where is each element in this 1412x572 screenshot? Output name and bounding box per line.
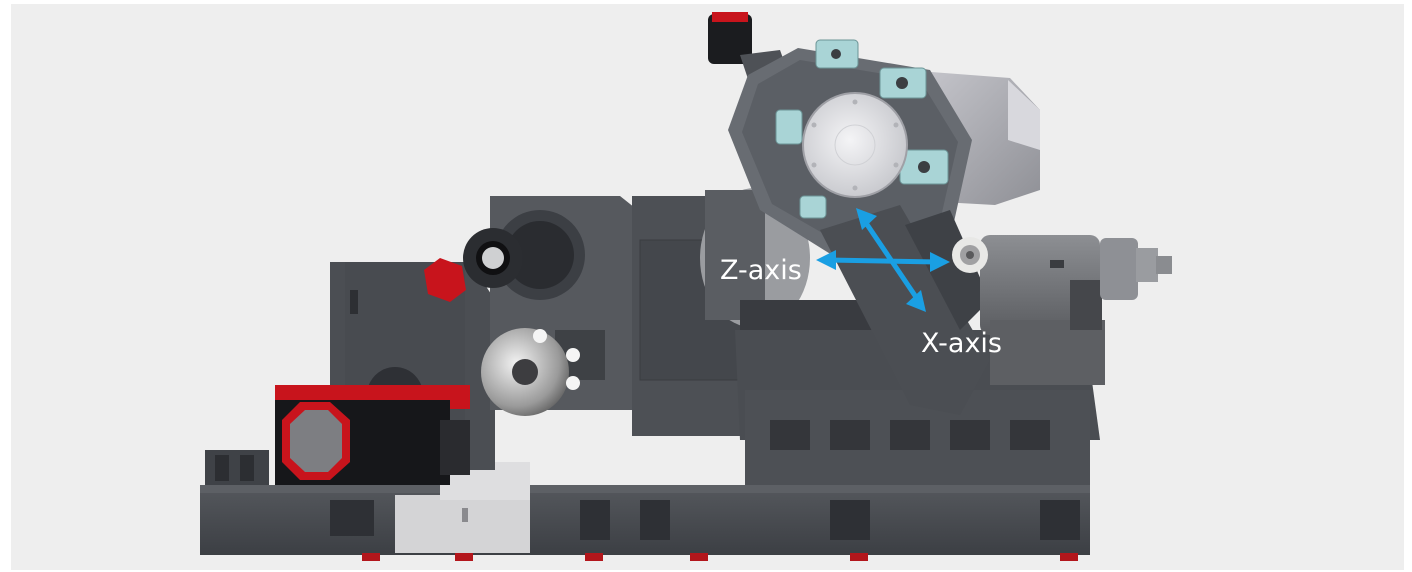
spindle-motor [275, 385, 470, 485]
z-axis-arrow [816, 250, 950, 272]
main-chuck [481, 328, 605, 416]
machine-base [200, 450, 1090, 561]
tailstock [952, 235, 1172, 385]
x-axis-label: X-axis [921, 328, 1002, 359]
turret-assembly [708, 12, 1040, 415]
x-axis-arrow [856, 208, 926, 312]
z-axis-label: Z-axis [720, 255, 802, 286]
